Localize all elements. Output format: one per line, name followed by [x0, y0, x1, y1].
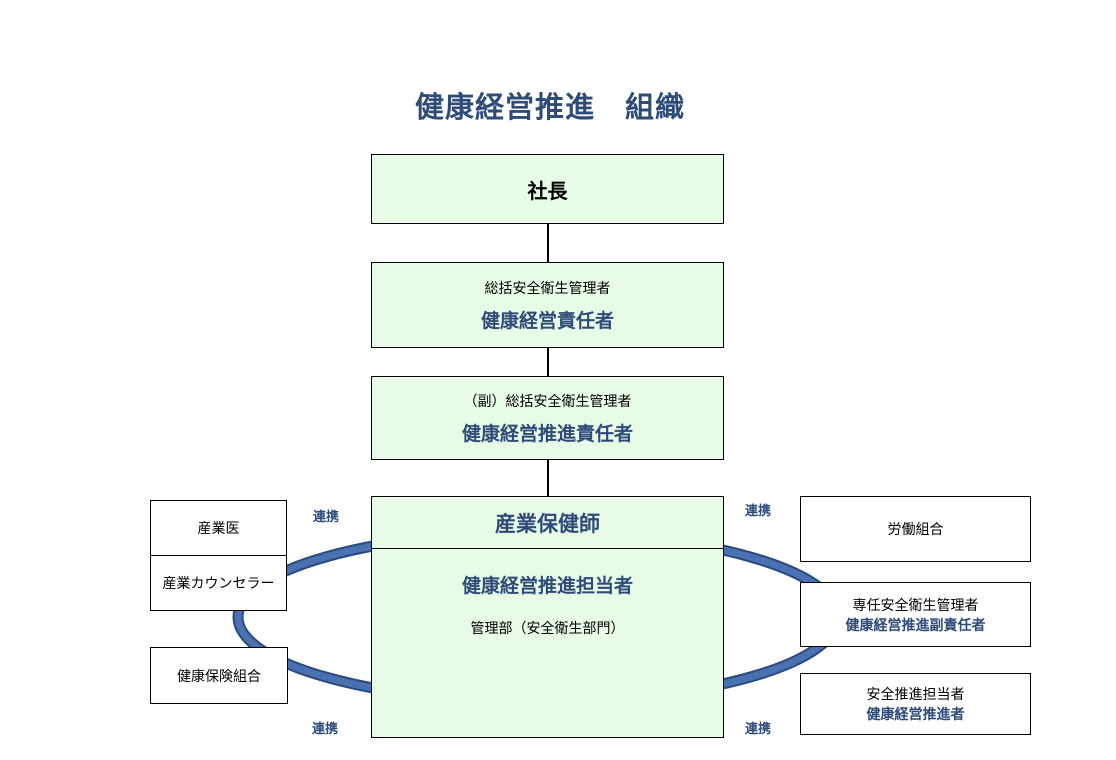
- health-insurance-label: 健康保険組合: [177, 668, 261, 685]
- promotion-staff-title: 健康経営推進担当者: [461, 575, 633, 597]
- labor-union-box: 労働組合: [800, 496, 1031, 562]
- admin-department: 管理部（安全衛生部門）: [470, 621, 625, 637]
- safety-promoter-box: 安全推進担当者 健康経営推進者: [800, 673, 1031, 735]
- promotion-manager-box: （副）総括安全衛生管理者 健康経営推進責任者: [371, 376, 724, 460]
- health-manager-title: 健康経営責任者: [480, 309, 614, 332]
- industrial-doctor-label: 産業医: [197, 521, 240, 537]
- health-manager-box: 総括安全衛生管理者 健康経営責任者: [371, 262, 724, 348]
- safety-manager-title: 健康経営推進副責任者: [845, 617, 986, 634]
- safety-promoter-role: 安全推進担当者: [866, 687, 965, 703]
- promotion-manager-role: （副）総括安全衛生管理者: [463, 393, 632, 410]
- promotion-staff-box: 健康経営推進担当者 管理部（安全衛生部門）: [371, 548, 724, 738]
- collab-label-bottom-right: 連携: [745, 722, 772, 737]
- page-title: 健康経営推進 組織: [414, 90, 685, 124]
- connector-3: [547, 459, 549, 496]
- president-box: 社長: [371, 154, 724, 224]
- connector-1: [547, 223, 549, 262]
- labor-union-label: 労働組合: [887, 522, 944, 538]
- safety-manager-box: 専任安全衛生管理者 健康経営推進副責任者: [800, 582, 1031, 647]
- collab-label-top-right: 連携: [745, 504, 772, 519]
- health-manager-role: 総括安全衛生管理者: [484, 280, 611, 297]
- industrial-doctor-box: 産業医: [150, 500, 287, 556]
- president-label: 社長: [527, 178, 568, 203]
- health-insurance-box: 健康保険組合: [150, 647, 288, 704]
- promotion-manager-title: 健康経営推進責任者: [461, 422, 633, 445]
- counselor-label: 産業カウンセラー: [162, 576, 275, 592]
- collab-label-bottom-left: 連携: [312, 722, 339, 737]
- safety-manager-role: 専任安全衛生管理者: [852, 597, 979, 614]
- connector-2: [547, 347, 549, 376]
- safety-promoter-title: 健康経営推進者: [866, 707, 965, 723]
- public-health-nurse-label: 産業保健師: [495, 511, 600, 536]
- counselor-box: 産業カウンセラー: [150, 555, 287, 611]
- collab-label-top-left: 連携: [313, 510, 340, 525]
- public-health-nurse-box: 産業保健師: [371, 496, 724, 549]
